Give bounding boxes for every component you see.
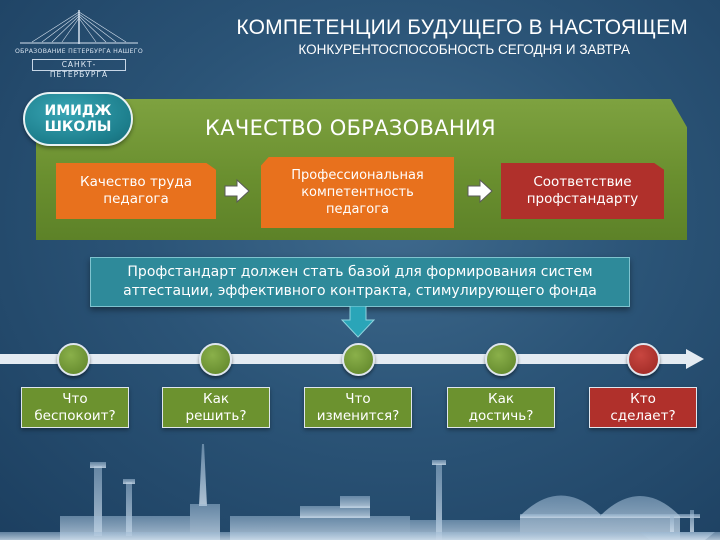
step1-line1: Что — [62, 390, 88, 407]
step2-line1: Как — [202, 390, 229, 407]
timeline-node-1 — [57, 343, 90, 376]
standard-compliance-box: Соответствие профстандарту — [501, 163, 664, 219]
step-what-worries: Что беспокоит? — [21, 387, 129, 428]
logo-caption: ОБРАЗОВАНИЕ ПЕТЕРБУРГА НАШЕГО — [14, 48, 143, 55]
box3-line1: Соответствие — [533, 174, 632, 190]
timeline-node-2 — [199, 343, 232, 376]
timeline-node-3 — [342, 343, 375, 376]
step3-line2: изменится? — [316, 407, 400, 424]
box2-line3: педагога — [325, 202, 390, 217]
step5-line2: сделает? — [610, 407, 676, 424]
badge-line2: ШКОЛЫ — [44, 119, 112, 135]
step3-line1: Что — [345, 390, 371, 407]
box2-line1: Профессиональная — [291, 168, 424, 183]
box1-line1: Качество труда — [80, 174, 192, 190]
step-what-changes: Что изменится? — [304, 387, 412, 428]
step1-line2: беспокоит? — [34, 407, 116, 424]
down-arrow-icon — [340, 306, 376, 338]
box2-line2: компетентность — [301, 185, 414, 200]
city-skyline-image — [0, 444, 720, 540]
school-image-badge: ИМИДЖ ШКОЛЫ — [23, 92, 133, 146]
step-how-achieve: Как достичь? — [447, 387, 555, 428]
timeline-node-5 — [627, 343, 660, 376]
step-who-does: Кто сделает? — [589, 387, 697, 428]
statement-line2: аттестации, эффективного контракта, стим… — [123, 283, 597, 299]
step2-line2: решить? — [185, 407, 247, 424]
statement-line1: Профстандарт должен стать базой для форм… — [127, 264, 593, 280]
standard-statement: Профстандарт должен стать базой для форм… — [90, 257, 630, 307]
bridge-logo-icon — [20, 10, 138, 44]
page-title: КОМПЕТЕНЦИИ БУДУЩЕГО В НАСТОЯЩЕМ — [236, 16, 688, 39]
logo: ОБРАЗОВАНИЕ ПЕТЕРБУРГА НАШЕГО САНКТ-ПЕТЕ… — [14, 8, 144, 79]
step-how-solve: Как решить? — [162, 387, 270, 428]
step5-line1: Кто — [630, 390, 656, 407]
logo-city: САНКТ-ПЕТЕРБУРГА — [32, 59, 126, 79]
step4-line2: достичь? — [468, 407, 534, 424]
box3-line2: профстандарту — [526, 191, 639, 207]
page-subtitle: КОНКУРЕНТОСПОСОБНОСТЬ СЕГОДНЯ И ЗАВТРА — [298, 42, 630, 57]
right-arrow-icon — [467, 178, 493, 204]
badge-line1: ИМИДЖ — [44, 103, 112, 119]
right-arrow-icon — [224, 178, 250, 204]
quality-title: КАЧЕСТВО ОБРАЗОВАНИЯ — [205, 116, 496, 140]
box1-line2: педагога — [103, 191, 169, 207]
teacher-work-quality-box: Качество труда педагога — [56, 163, 216, 219]
timeline-node-4 — [485, 343, 518, 376]
step4-line1: Как — [487, 390, 514, 407]
professional-competence-box: Профессиональная компетентность педагога — [261, 157, 454, 228]
